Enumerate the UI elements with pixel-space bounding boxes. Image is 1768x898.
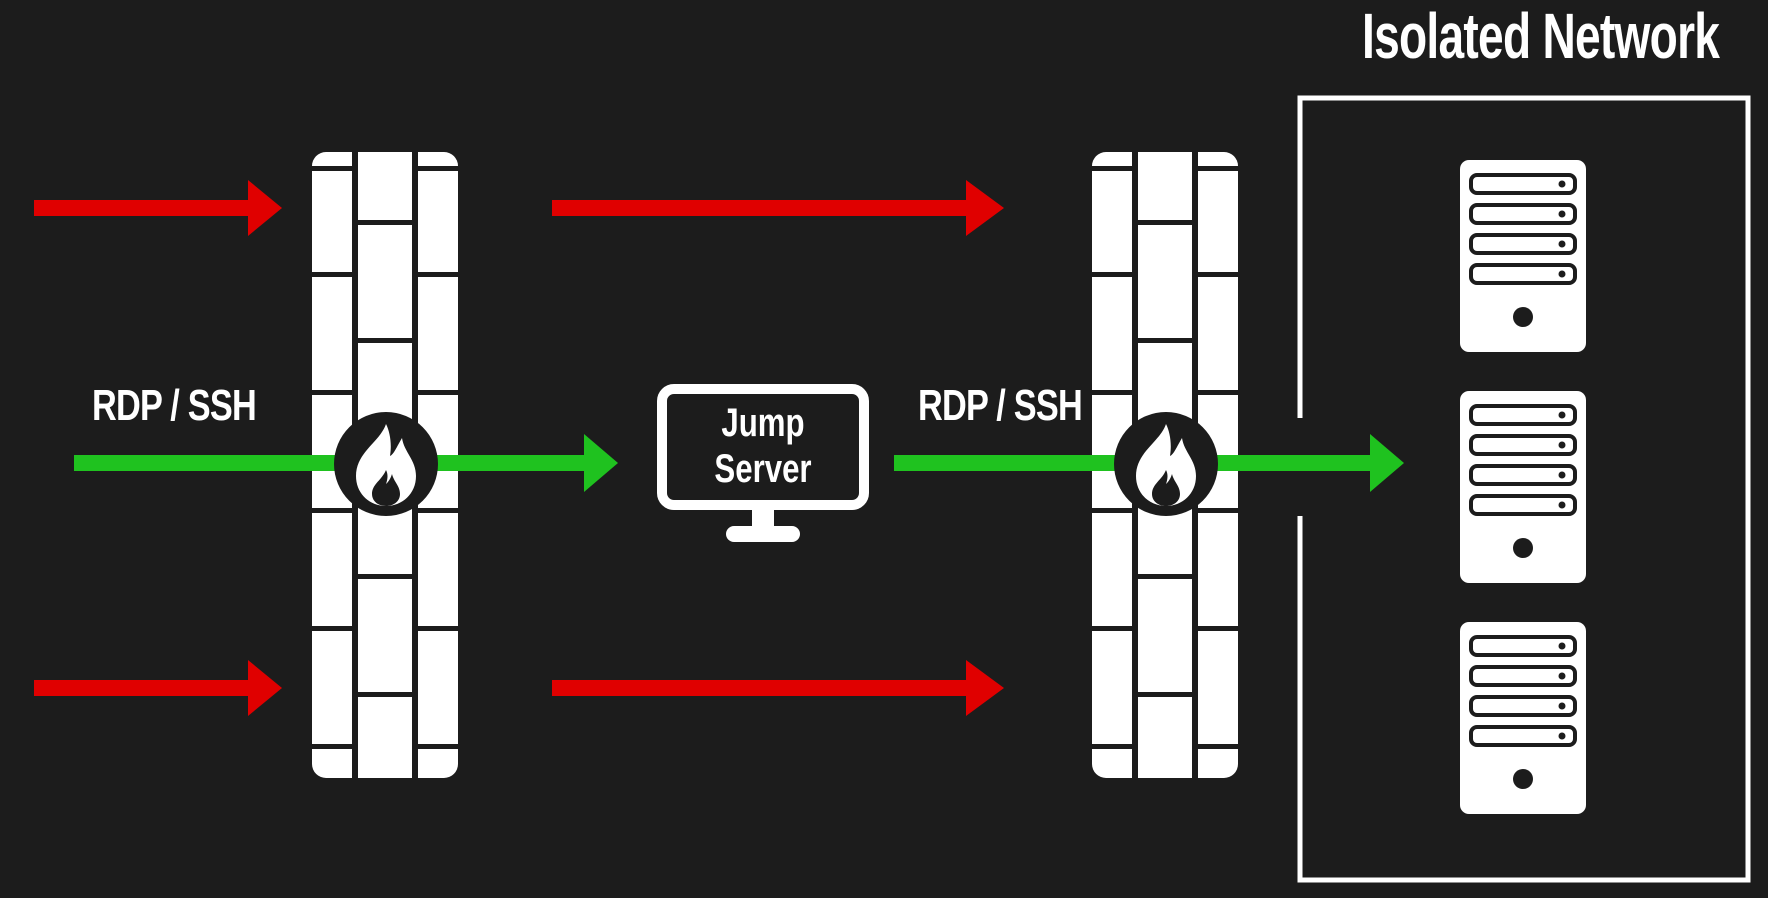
left-protocol-label: RDP / SSH [92,381,257,430]
blocked-arrow-bottom-middle [552,660,1004,716]
blocked-arrow-top-left [34,180,282,236]
jump-server-label-line2: Server [714,447,812,491]
server-1-icon [1458,158,1588,354]
isolated-network-boundary [1297,95,1751,883]
jump-server-label: Jump Server [685,400,841,492]
isolated-network-title: Isolated Network [1362,0,1720,72]
jump-server-monitor-icon [657,384,869,542]
firewall-1-fire-icon [334,412,438,516]
blocked-arrow-top-middle [552,180,1004,236]
allowed-arrow-left [74,434,618,492]
server-3-icon [1458,620,1588,816]
jump-server-label-line1: Jump [721,401,805,445]
blocked-arrow-bottom-left [34,660,282,716]
firewall-2-fire-icon [1114,412,1218,516]
right-protocol-label: RDP / SSH [918,381,1083,430]
server-2-icon [1458,389,1588,585]
